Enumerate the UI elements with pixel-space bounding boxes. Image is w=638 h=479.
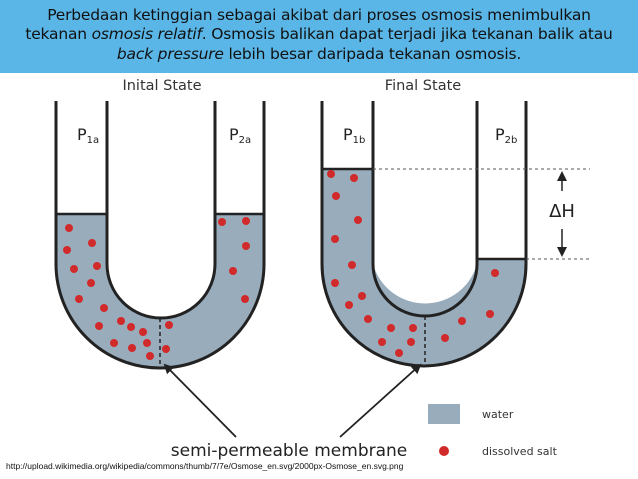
pressure-label-p2a: P2a — [229, 125, 251, 146]
membrane-pointer-right — [339, 363, 422, 438]
salt-particle — [441, 334, 449, 342]
salt-particle — [70, 265, 78, 273]
salt-particle — [364, 315, 372, 323]
salt-particle — [331, 235, 339, 243]
salt-particle — [242, 217, 250, 225]
pressure-label-p1a: P1a — [77, 125, 99, 146]
salt-particle — [491, 269, 499, 277]
caption-emphasis-back-pressure: back pressure — [116, 45, 224, 63]
salt-particle — [87, 279, 95, 287]
membrane-label: semi-permeable membrane — [171, 441, 408, 461]
delta-h-label: ΔH — [549, 201, 575, 222]
salt-particle — [331, 279, 339, 287]
p1b-subscript: 1b — [353, 135, 366, 146]
source-url: http://upload.wikimedia.org/wikipedia/co… — [6, 461, 404, 471]
caption-banner — [0, 0, 638, 73]
salt-particle — [407, 338, 415, 346]
caption-line-1: Perbedaan ketinggian sebagai akibat dari… — [47, 6, 591, 24]
caption-emphasis-osmosis-relatif: osmosis relatif — [91, 25, 202, 43]
salt-particle — [409, 324, 417, 332]
p2a-subscript: 2a — [239, 135, 252, 146]
salt-particle — [117, 317, 125, 325]
salt-particle — [110, 339, 118, 347]
salt-particle — [100, 304, 108, 312]
legend-salt-swatch — [439, 446, 449, 456]
salt-particle — [218, 218, 226, 226]
pressure-label-p2b: P2b — [495, 125, 517, 146]
salt-particle — [143, 339, 151, 347]
salt-particle — [241, 295, 249, 303]
p1a-main: P — [77, 125, 87, 144]
salt-particle — [458, 317, 466, 325]
salt-particle — [93, 262, 101, 270]
salt-particle — [127, 323, 135, 331]
pressure-label-p1b: P1b — [343, 125, 365, 146]
salt-particle — [165, 321, 173, 329]
salt-particle — [395, 349, 403, 357]
salt-particle — [486, 310, 494, 318]
salt-particle — [387, 324, 395, 332]
p2b-main: P — [495, 125, 505, 144]
salt-particle — [354, 216, 362, 224]
salt-particle — [65, 224, 73, 232]
salt-particle — [327, 170, 335, 178]
salt-particle — [332, 192, 340, 200]
final-state-title: Final State — [385, 78, 461, 94]
p2a-main: P — [229, 125, 239, 144]
salt-particle — [345, 301, 353, 309]
caption-line-2: tekanan osmosis relatif. Osmosis balikan… — [0, 25, 638, 43]
salt-particle — [350, 174, 358, 182]
caption-line-3-end: lebih besar daripada tekanan osmosis. — [223, 45, 522, 63]
p2b-subscript: 2b — [505, 135, 518, 146]
salt-particle — [146, 352, 154, 360]
salt-particle — [358, 292, 366, 300]
legend-water-swatch — [428, 404, 460, 424]
osmosis-diagram: Inital State Final State ΔH P1a P2a P1b … — [54, 78, 590, 461]
salt-particle — [348, 261, 356, 269]
caption-line-3: back pressure lebih besar daripada tekan… — [0, 45, 638, 63]
salt-particle — [95, 322, 103, 330]
legend-water-label: water — [482, 408, 514, 421]
initial-salt-particles — [63, 217, 250, 360]
salt-particle — [229, 267, 237, 275]
p1a-subscript: 1a — [87, 135, 100, 146]
caption-line-2-start: tekanan — [25, 25, 92, 43]
salt-particle — [88, 239, 96, 247]
membrane-pointer-left — [163, 363, 237, 438]
initial-water — [56, 214, 264, 368]
salt-particle — [128, 344, 136, 352]
p1b-main: P — [343, 125, 353, 144]
salt-particle — [75, 295, 83, 303]
caption-line-2-end: . Osmosis balikan dapat terjadi jika tek… — [201, 25, 613, 43]
salt-particle — [242, 242, 250, 250]
salt-particle — [162, 345, 170, 353]
salt-particle — [63, 246, 71, 254]
salt-particle — [378, 338, 386, 346]
initial-state-title: Inital State — [122, 78, 201, 94]
salt-particle — [139, 328, 147, 336]
final-salt-particles — [327, 170, 499, 357]
legend-salt-label: dissolved salt — [482, 445, 558, 458]
